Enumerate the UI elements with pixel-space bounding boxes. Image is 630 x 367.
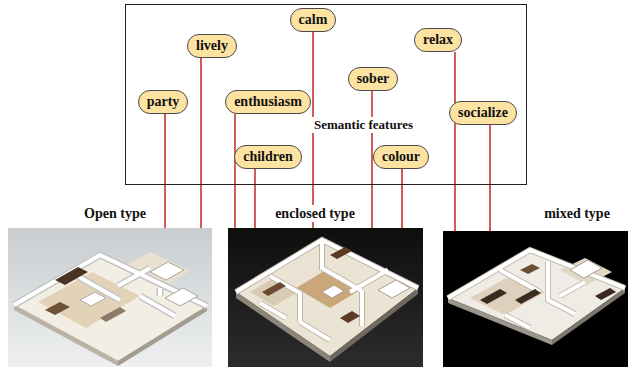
open-plan-illustration [8, 228, 212, 367]
plan-shape [443, 231, 628, 367]
plan-shape [448, 250, 625, 340]
plan-shape [520, 264, 540, 274]
plan-shape [595, 288, 616, 300]
feature-tag: socialize [449, 101, 517, 125]
feature-tag: colour [373, 145, 429, 169]
plan-shape [262, 282, 286, 296]
mixed-plan-illustration [443, 231, 628, 367]
feature-link [200, 58, 202, 228]
plan-shape [448, 250, 625, 328]
plan-shape [8, 228, 212, 367]
feature-link [164, 114, 166, 228]
plan-shape [80, 292, 106, 306]
feature-tag: calm [290, 8, 337, 32]
feature-tag: children [234, 145, 302, 169]
plan-shape [480, 289, 507, 304]
plan-shape [45, 302, 70, 315]
tag-text: children [243, 146, 293, 168]
tag-text: calm [299, 9, 328, 31]
plan-shape [448, 250, 625, 328]
tag-text: socialize [458, 102, 508, 124]
tag-text: relax [423, 29, 453, 51]
plan-shape [570, 260, 602, 278]
tag-text: party [147, 91, 180, 113]
plan-shape [236, 240, 418, 356]
plan-shape [165, 288, 198, 306]
floor-plan-image: Open type [8, 228, 212, 367]
plan-shape [322, 285, 344, 298]
tag-text: colour [382, 146, 420, 168]
plan-shape [236, 240, 418, 340]
feature-link [254, 169, 256, 228]
feature-link [234, 114, 236, 228]
image-heading: mixed type [541, 205, 613, 222]
floor-plan-image: mixed type [443, 231, 628, 367]
plan-shape [14, 255, 207, 316]
plan-shape [515, 289, 541, 304]
plan-shape [150, 262, 184, 280]
plan-shape [340, 311, 360, 323]
plan-shape [118, 306, 207, 366]
plan-shape [330, 247, 352, 259]
plan-shape [100, 307, 126, 322]
image-heading: Open type [81, 205, 149, 222]
plan-shape [55, 267, 88, 285]
feature-tag: relax [414, 28, 462, 52]
plan-shape [236, 292, 330, 362]
feature-tag: lively [187, 34, 237, 58]
feature-link [401, 169, 403, 228]
tag-text: enthusiasm [234, 91, 302, 113]
plan-shape [14, 255, 207, 361]
feature-link [489, 125, 491, 231]
floor-plan-image: enclosed type [228, 228, 423, 367]
tag-text: lively [196, 35, 228, 57]
plan-shape [14, 255, 207, 316]
feature-tag: party [138, 90, 189, 114]
feature-tag: enthusiasm [225, 90, 311, 114]
plan-shape [236, 240, 418, 340]
plan-shape [228, 228, 423, 367]
semantic-feature-panel: Semantic features party lively calm enthusia… [125, 4, 527, 185]
panel-title: Semantic features [312, 117, 415, 133]
feature-link [454, 52, 456, 231]
feature-tag: sober [348, 67, 399, 91]
plan-shape [378, 280, 410, 298]
tag-text: sober [357, 68, 390, 90]
enclosed-plan-illustration [228, 228, 423, 367]
image-heading: enclosed type [272, 205, 358, 222]
